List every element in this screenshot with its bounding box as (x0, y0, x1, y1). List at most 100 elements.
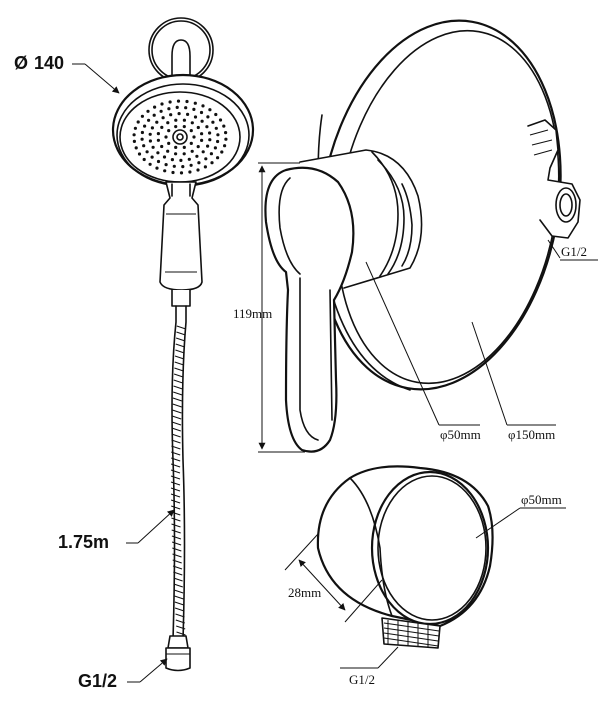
nozzle-dot (168, 100, 172, 104)
hose-rib (173, 373, 184, 378)
nozzle-dot (200, 138, 204, 142)
nozzle-dot (205, 125, 209, 129)
nozzle-dot (214, 112, 218, 117)
nozzle-dot (213, 146, 217, 150)
nozzle-dot (190, 121, 194, 125)
hose-rib (174, 607, 185, 612)
nozzle-dot (176, 99, 181, 103)
nozzle-dot (166, 121, 170, 125)
nozzle-dot (132, 133, 136, 137)
hose-rib (173, 391, 183, 396)
nozzle-dot (162, 155, 167, 159)
nozzle-dot (193, 101, 197, 105)
nozzle-dot (148, 162, 152, 166)
nozzle-dot (174, 125, 178, 129)
elbow-thread (381, 617, 441, 649)
shower-hose (165, 305, 191, 672)
wall-elbow-assembly: φ50mm 28mm G1/2 (284, 465, 566, 687)
nozzle-dot (156, 151, 160, 155)
plate-diameter-label: φ150mm (508, 427, 555, 442)
nozzle-dot (142, 144, 146, 148)
hose-rib (171, 505, 181, 510)
nozzle-dot (206, 115, 210, 119)
nozzle-dot (150, 155, 154, 159)
nozzle-dot (140, 137, 144, 141)
nozzle-dot (167, 107, 171, 111)
nozzle-dot (208, 138, 212, 142)
hose-rib (175, 613, 185, 618)
hose-rib (173, 379, 183, 384)
hose-ribs (170, 325, 186, 636)
nozzle-dot (206, 144, 210, 148)
elbow-diameter-label: φ50mm (521, 492, 562, 507)
handle-diameter-label: φ50mm (440, 427, 481, 442)
nozzle-dot (193, 115, 198, 119)
nozzle-dot (174, 152, 178, 156)
hose-rib (170, 499, 181, 504)
nozzle-dot (147, 118, 151, 122)
valve-inlet-connector: G1/2 (527, 119, 598, 261)
nozzle-dot (142, 157, 146, 162)
hose-rib (171, 517, 181, 522)
nozzle-dot (148, 139, 152, 143)
nozzle-dot (182, 152, 186, 156)
nozzle-dot (132, 139, 136, 143)
hose-rib (172, 547, 182, 552)
hose-rib (170, 463, 181, 468)
nozzle-dot (222, 124, 226, 128)
nozzle-dot (190, 149, 194, 153)
nozzle-dot (182, 125, 186, 129)
nozzle-dot (151, 145, 155, 149)
nozzle-dot (170, 158, 174, 162)
hose-rib (170, 469, 181, 474)
hose-rib (175, 619, 185, 624)
nozzle-dot (186, 112, 190, 116)
nozzle-dot (203, 165, 207, 169)
nozzle-dot (140, 130, 144, 135)
nozzle-dot (171, 170, 175, 175)
hose-length-label: 1.75m (58, 532, 109, 552)
shower-handle (159, 181, 203, 307)
hose-rib (172, 553, 182, 558)
hose-connector-label: G1/2 (78, 671, 117, 691)
nozzle-dot (223, 144, 227, 148)
nozzle-dot (156, 159, 161, 164)
nozzle-dot (188, 170, 192, 174)
nozzle-dot (197, 161, 201, 165)
nozzle-dot (143, 124, 147, 128)
nozzle-dot (196, 145, 200, 149)
elbow-diameter-callout: φ50mm (475, 492, 566, 539)
nozzle-dot (160, 125, 164, 129)
nozzle-dot (167, 141, 171, 145)
nozzle-dot (196, 168, 200, 172)
nozzle-dot (200, 119, 204, 123)
nozzle-dot (153, 105, 157, 109)
hose-rib (174, 355, 185, 360)
nozzle-dot (177, 112, 181, 116)
nozzle-dot (134, 146, 138, 150)
hose-rib (175, 343, 185, 348)
hose-rib (173, 583, 183, 588)
nozzle-dot (164, 135, 168, 139)
nozzle-dot (208, 131, 212, 135)
nozzle-dot (216, 139, 220, 144)
hand-shower-assembly: Ø 140 1.75m G1/2 (14, 17, 255, 691)
head-diameter-callout: Ø 140 (14, 53, 120, 94)
hose-rib (170, 493, 181, 498)
nozzle-dot (155, 166, 159, 170)
nozzle-dot (175, 105, 179, 109)
handle-height-label: 119mm (233, 306, 272, 321)
nozzle-dot (220, 150, 224, 154)
nozzle-dot (179, 171, 184, 175)
nozzle-dot (187, 157, 191, 161)
nozzle-dot (192, 135, 196, 139)
nozzle-dot (167, 129, 171, 133)
hose-rib (173, 577, 183, 582)
nozzle-dot (200, 132, 204, 136)
hose-rib (174, 361, 184, 366)
hose-rib (171, 445, 181, 450)
hose-rib (176, 331, 186, 336)
hose-rib (174, 589, 184, 594)
hose-rib (170, 481, 181, 486)
nozzle-dot (155, 120, 159, 124)
